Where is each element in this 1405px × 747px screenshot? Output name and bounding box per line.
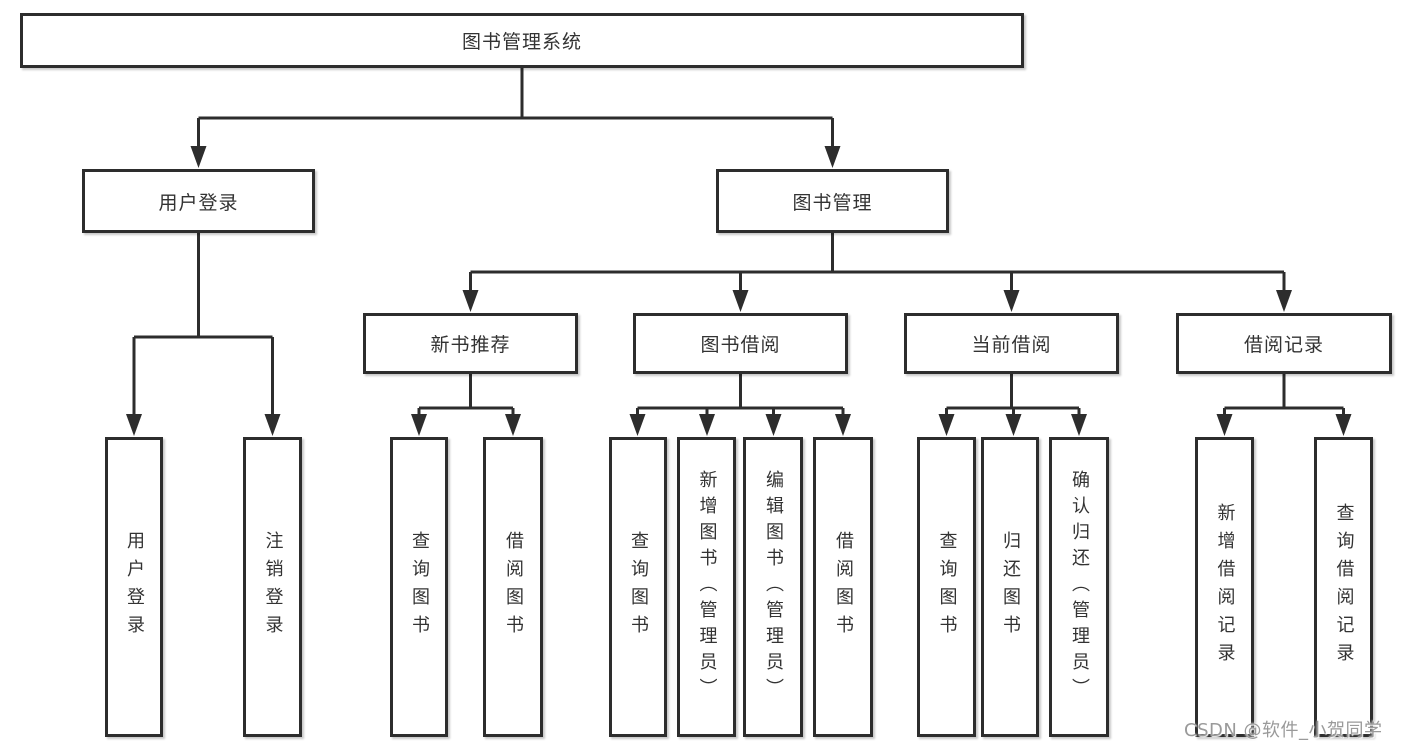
- node-label: 新增借阅记录: [1214, 503, 1236, 671]
- leaf-add-borrow-record: 新增借阅记录: [1195, 437, 1254, 737]
- node-book-management: 图书管理: [716, 169, 949, 233]
- node-label: 归还图书: [1000, 531, 1021, 643]
- node-label: 图书管理系统: [461, 31, 582, 53]
- node-label: 借阅图书: [503, 531, 524, 643]
- node-book-borrowing: 图书借阅: [633, 313, 848, 374]
- node-label: 图书借阅: [700, 334, 781, 356]
- leaf-query-books-borrowing: 查询图书: [609, 437, 667, 737]
- leaf-query-books-current: 查询图书: [917, 437, 976, 737]
- leaf-logout: 注销登录: [243, 437, 302, 737]
- leaf-add-books-admin: 新增图书（管理员）: [677, 437, 736, 737]
- csdn-watermark: CSDN @软件_小贺同学: [1184, 720, 1383, 741]
- node-label: 新增图书（管理员）: [696, 470, 718, 704]
- node-label: 用户登录: [158, 191, 239, 214]
- leaf-query-borrow-record: 查询借阅记录: [1314, 437, 1373, 737]
- node-label: 编辑图书（管理员）: [763, 470, 784, 704]
- node-label: 当前借阅: [971, 334, 1052, 356]
- node-label: 查询借阅记录: [1333, 503, 1355, 671]
- leaf-query-books-recommend: 查询图书: [390, 437, 448, 737]
- node-label: 图书管理: [792, 191, 873, 214]
- node-label: 确认归还（管理员）: [1069, 470, 1090, 704]
- leaf-user-login: 用户登录: [105, 437, 163, 737]
- connector-paths: [132, 68, 1345, 418]
- leaf-borrow-books-recommend: 借阅图书: [483, 437, 543, 737]
- leaf-confirm-return-admin: 确认归还（管理员）: [1049, 437, 1109, 737]
- node-new-book-recommend: 新书推荐: [363, 313, 578, 374]
- leaf-return-books: 归还图书: [981, 437, 1039, 737]
- arrowheads: [126, 146, 1352, 436]
- node-library-management-system: 图书管理系统: [20, 13, 1024, 68]
- leaf-borrow-books-borrowing: 借阅图书: [813, 437, 873, 737]
- node-label: 借阅记录: [1243, 334, 1324, 356]
- node-label: 注销登录: [262, 531, 284, 643]
- node-label: 查询图书: [936, 531, 958, 643]
- node-label: 借阅图书: [833, 531, 854, 643]
- node-current-borrowing: 当前借阅: [904, 313, 1119, 374]
- node-borrow-records: 借阅记录: [1176, 313, 1392, 374]
- node-label: 用户登录: [124, 531, 145, 643]
- leaf-edit-books-admin: 编辑图书（管理员）: [743, 437, 803, 737]
- node-user-login: 用户登录: [82, 169, 315, 233]
- node-label: 查询图书: [628, 531, 649, 643]
- node-label: 新书推荐: [430, 334, 511, 356]
- node-label: 查询图书: [409, 531, 430, 643]
